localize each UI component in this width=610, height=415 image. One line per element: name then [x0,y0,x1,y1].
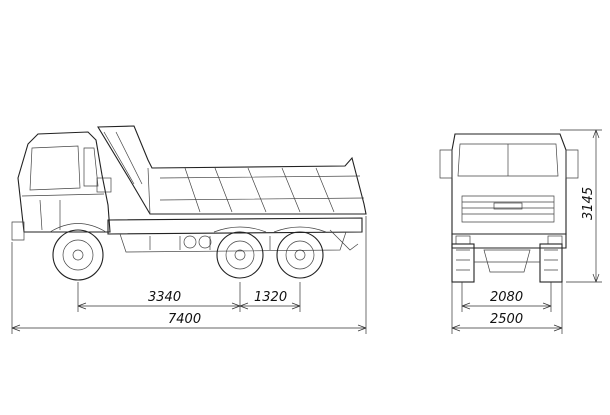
dump-body [97,125,367,215]
front-wheel-left [451,243,475,283]
front-dimension-lines [451,129,602,334]
dim-label-2500: 2500 [490,312,523,327]
dim-label-7400: 7400 [168,312,201,327]
side-dimension-lines [11,216,367,334]
rear-wheel-1 [216,231,264,279]
dim-label-3145: 3145 [581,187,596,220]
rear-wheel-2 [276,231,324,279]
front-cab [439,133,579,249]
dim-label-2080: 2080 [490,290,523,305]
front-wheel-right [539,243,563,283]
front-view: 3145 2080 2500 [439,129,602,334]
front-wheel [52,229,104,281]
truck-cab [11,131,112,241]
side-view: 3340 1320 7400 [11,125,367,334]
dim-label-1320: 1320 [254,290,287,305]
dim-label-3340: 3340 [148,290,181,305]
chassis-frame [107,217,363,253]
